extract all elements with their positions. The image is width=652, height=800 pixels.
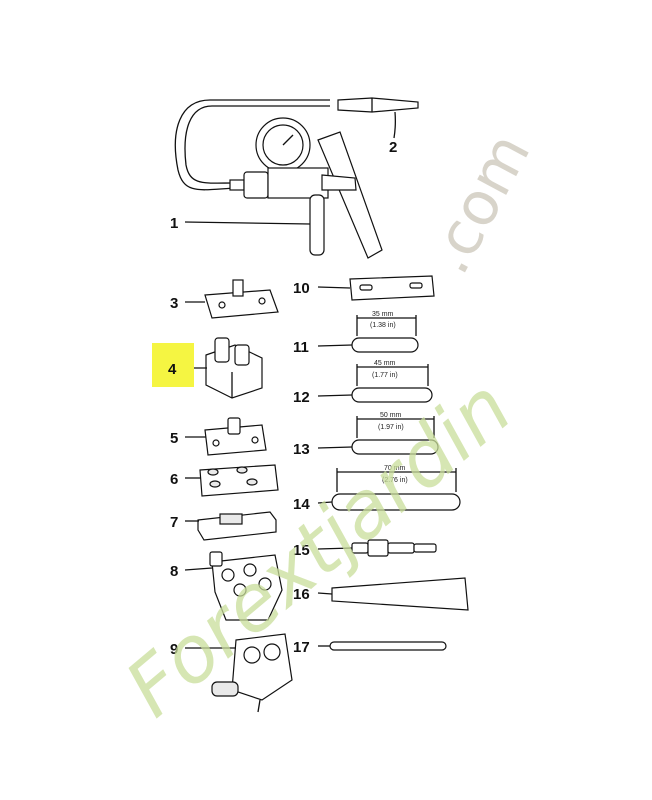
dimension-labels: 35 mm (1.38 in) 45 mm (1.77 in) 50 mm (1… — [370, 311, 408, 484]
tube-11-drawing — [351, 315, 419, 353]
adapter-plate-2-drawing — [204, 417, 267, 456]
tapered-bar-16-drawing — [331, 577, 469, 611]
callout-11: 11 — [293, 339, 309, 356]
plate-6-drawing — [199, 464, 279, 497]
vacuum-pump-drawing — [174, 99, 383, 259]
dim-14-mm: 70 mm — [384, 465, 406, 472]
callout-numbers: 1 2 3 4 5 6 7 8 9 10 11 12 13 14 15 16 1… — [168, 139, 397, 658]
dim-11-in: (1.38 in) — [370, 322, 396, 329]
fitting-15-drawing — [351, 539, 437, 557]
tube-13-drawing — [351, 416, 439, 455]
watermark-domain: .com — [413, 122, 544, 285]
callout-13: 13 — [293, 441, 310, 458]
callout-17: 17 — [293, 639, 310, 656]
leader-lines — [184, 221, 353, 649]
callout-10: 10 — [293, 280, 310, 297]
tube-12-drawing — [351, 364, 433, 403]
pump-housing-8-drawing — [209, 551, 283, 621]
bracket-7-drawing — [197, 511, 277, 541]
dim-12-mm: 45 mm — [374, 360, 396, 367]
callout-6: 6 — [170, 471, 178, 488]
callout-8: 8 — [170, 563, 178, 580]
watermark-brand: Forextjardin — [109, 363, 528, 735]
carburetor-9-drawing — [211, 633, 293, 713]
adapter-plate-drawing — [204, 279, 279, 319]
rod-17-drawing — [329, 641, 447, 651]
dim-12-in: (1.77 in) — [372, 372, 398, 379]
callout-16: 16 — [293, 586, 310, 603]
callout-2: 2 — [389, 139, 397, 156]
callout-3: 3 — [170, 295, 178, 312]
dim-13-in: (1.97 in) — [378, 424, 404, 431]
tapered-adapter-drawing — [337, 97, 419, 139]
callout-7: 7 — [170, 514, 178, 531]
callout-9: 9 — [170, 641, 178, 658]
callout-12: 12 — [293, 389, 310, 406]
callout-15: 15 — [293, 542, 310, 559]
dim-13-mm: 50 mm — [380, 412, 402, 419]
callout-1: 1 — [170, 215, 178, 232]
callout-14: 14 — [293, 496, 310, 513]
dim-14-in: (2.76 in) — [382, 477, 408, 484]
adapter-block-drawing — [205, 337, 263, 399]
highlight-box — [152, 343, 194, 387]
flat-bar-10-drawing — [349, 275, 435, 301]
callout-4: 4 — [168, 361, 177, 378]
callout-5: 5 — [170, 430, 178, 447]
dim-11-mm: 35 mm — [372, 311, 394, 318]
